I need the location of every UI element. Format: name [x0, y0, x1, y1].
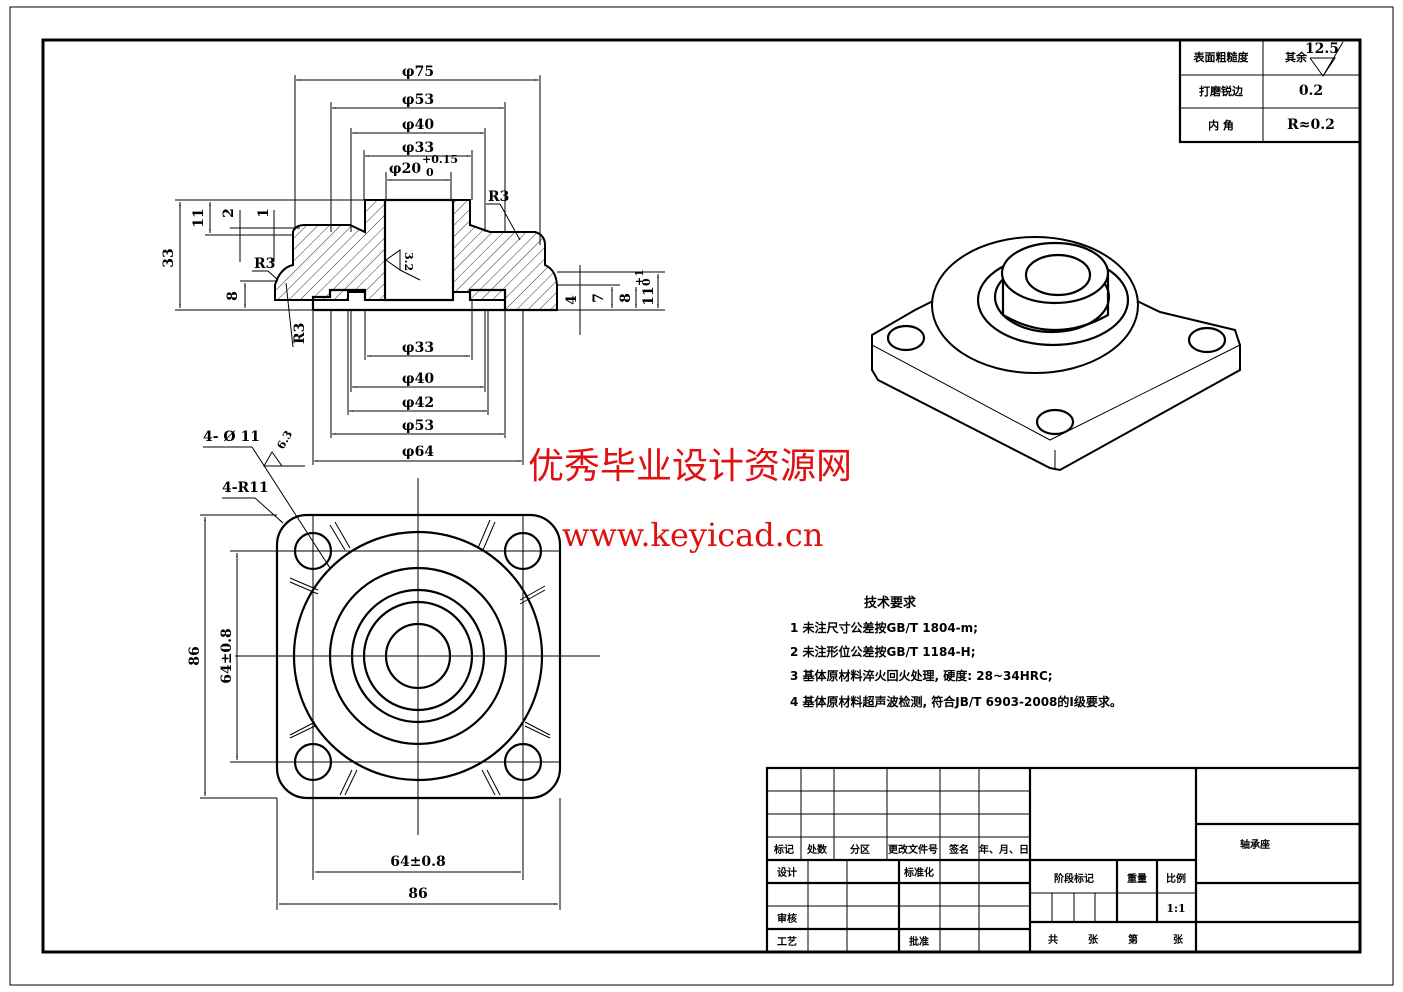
surface-value: 其余 [1285, 50, 1308, 64]
dim-r-tol-upper: +1 [633, 269, 646, 286]
dim-b-d53: φ53 [402, 418, 434, 434]
dim-d75: φ75 [402, 64, 434, 80]
dim-b-d40: φ40 [402, 371, 434, 387]
watermark-url: www.keyicad.cn [562, 516, 823, 554]
tech-item-3: 3 基体原材料淬火回火处理, 硬度: 28~34HRC; [790, 668, 1053, 683]
review-label: 审核 [777, 912, 797, 925]
tech-requirements: 技术要求 1 未注尺寸公差按GB/T 1804-m; 2 未注形位公差按GB/T… [790, 595, 1122, 709]
bore [383, 198, 455, 302]
title-block: 标记 处数 分区 更改文件号 签名 年、月、日 设计 标准化 审核 工艺 批准 … [765, 766, 1362, 954]
rev-header-mark: 标记 [773, 843, 794, 856]
corner-radius-callout: 4-R11 [222, 480, 269, 496]
watermark-cn: 优秀毕业设计资源网 [528, 446, 852, 487]
approve-label: 批准 [909, 935, 929, 948]
tol-upper: +0.15 [422, 153, 458, 166]
design-label: 设计 [777, 866, 797, 879]
deburr-label: 打磨锐边 [1199, 84, 1244, 98]
bore-roughness-icon [385, 249, 421, 281]
tech-item-4: 4 基体原材料超声波检测, 符合JB/T 6903-2008的I级要求。 [790, 694, 1122, 709]
rev-header-docno: 更改文件号 [888, 843, 938, 856]
tol-lower: 0 [426, 166, 434, 179]
dim-33: 33 [161, 248, 177, 267]
dim-d40: φ40 [402, 117, 434, 133]
dim-b-d42: φ42 [402, 395, 434, 411]
dim-86-horizontal: 86 [408, 886, 427, 902]
dim-b-d64: φ64 [402, 444, 434, 460]
hole-roughness-icon [263, 451, 305, 467]
surface-roughness-table: 表面粗糙度 其余 12.5 打磨锐边 0.2 内 角 R≈0.2 [1178, 38, 1362, 144]
isometric-view [871, 236, 1241, 472]
rev-header-date: 年、月、日 [979, 843, 1029, 856]
sheet-no-label: 第 [1128, 933, 1138, 946]
dim-8: 8 [225, 291, 241, 301]
hole-roughness: 6.3 [274, 428, 295, 451]
process-label: 工艺 [777, 935, 797, 948]
rev-header-count: 处数 [806, 843, 828, 856]
surface-roughness: 12.5 [1305, 41, 1339, 57]
inner-corner-label: 内 角 [1208, 118, 1234, 132]
stage-mark-label: 阶段标记 [1054, 872, 1094, 885]
scale-value: 1:1 [1166, 902, 1185, 915]
section-hatch-left [274, 199, 386, 301]
dim-r-7: 7 [591, 293, 607, 303]
scale-label: 比例 [1166, 872, 1186, 885]
dim-r-11: 11 [641, 286, 657, 305]
dim-d53: φ53 [402, 92, 434, 108]
rev-header-zone: 分区 [850, 843, 870, 856]
roughness-symbol-icon [1309, 41, 1344, 77]
plan-view: 86 64±0.8 64±0.8 86 4- Ø 11 6.3 4-R11 [187, 428, 600, 910]
surface-label: 表面粗糙度 [1193, 50, 1250, 64]
sheets-unit-label: 张 [1088, 933, 1099, 946]
standardization-label: 标准化 [903, 866, 934, 879]
dim-11: 11 [191, 208, 207, 227]
section-view: φ75 φ53 φ40 φ33 φ20 +0.15 0 φ33 φ40 φ42 … [161, 64, 665, 465]
dim-d33: φ33 [402, 140, 434, 156]
inner-corner-value: R≈0.2 [1287, 117, 1335, 133]
bore-roughness: 3.2 [402, 252, 415, 271]
sheets-total-label: 共 [1048, 933, 1058, 946]
tech-item-2: 2 未注形位公差按GB/T 1184-H; [790, 644, 976, 659]
dim-86-vertical: 86 [187, 646, 203, 665]
inner-border [41, 38, 1362, 954]
outer-border [9, 6, 1394, 986]
dim-64-vertical: 64±0.8 [219, 628, 235, 684]
rev-header-sign: 签名 [948, 843, 969, 856]
sheet-unit-label: 张 [1173, 933, 1184, 946]
hole-callout: 4- Ø 11 [203, 429, 260, 445]
dim-r-tol-lower: 0 [640, 278, 653, 286]
tech-item-1: 1 未注尺寸公差按GB/T 1804-m; [790, 620, 978, 635]
weight-label: 重量 [1127, 872, 1147, 885]
dim-2: 2 [221, 208, 237, 218]
dim-d20: φ20 [389, 161, 421, 177]
dim-r-4: 4 [564, 295, 580, 305]
radius-label-r3-bottom: R3 [292, 323, 308, 344]
deburr-value: 0.2 [1299, 83, 1323, 99]
radius-label-r3-top: R3 [488, 189, 509, 205]
dim-b-d33: φ33 [402, 340, 434, 356]
radius-label-r3-left: R3 [254, 256, 275, 272]
drawing-title: 轴承座 [1240, 838, 1270, 851]
dim-r-8: 8 [618, 293, 634, 303]
tech-heading: 技术要求 [864, 595, 917, 611]
dim-1: 1 [256, 208, 272, 218]
dim-64-horizontal: 64±0.8 [390, 854, 446, 870]
